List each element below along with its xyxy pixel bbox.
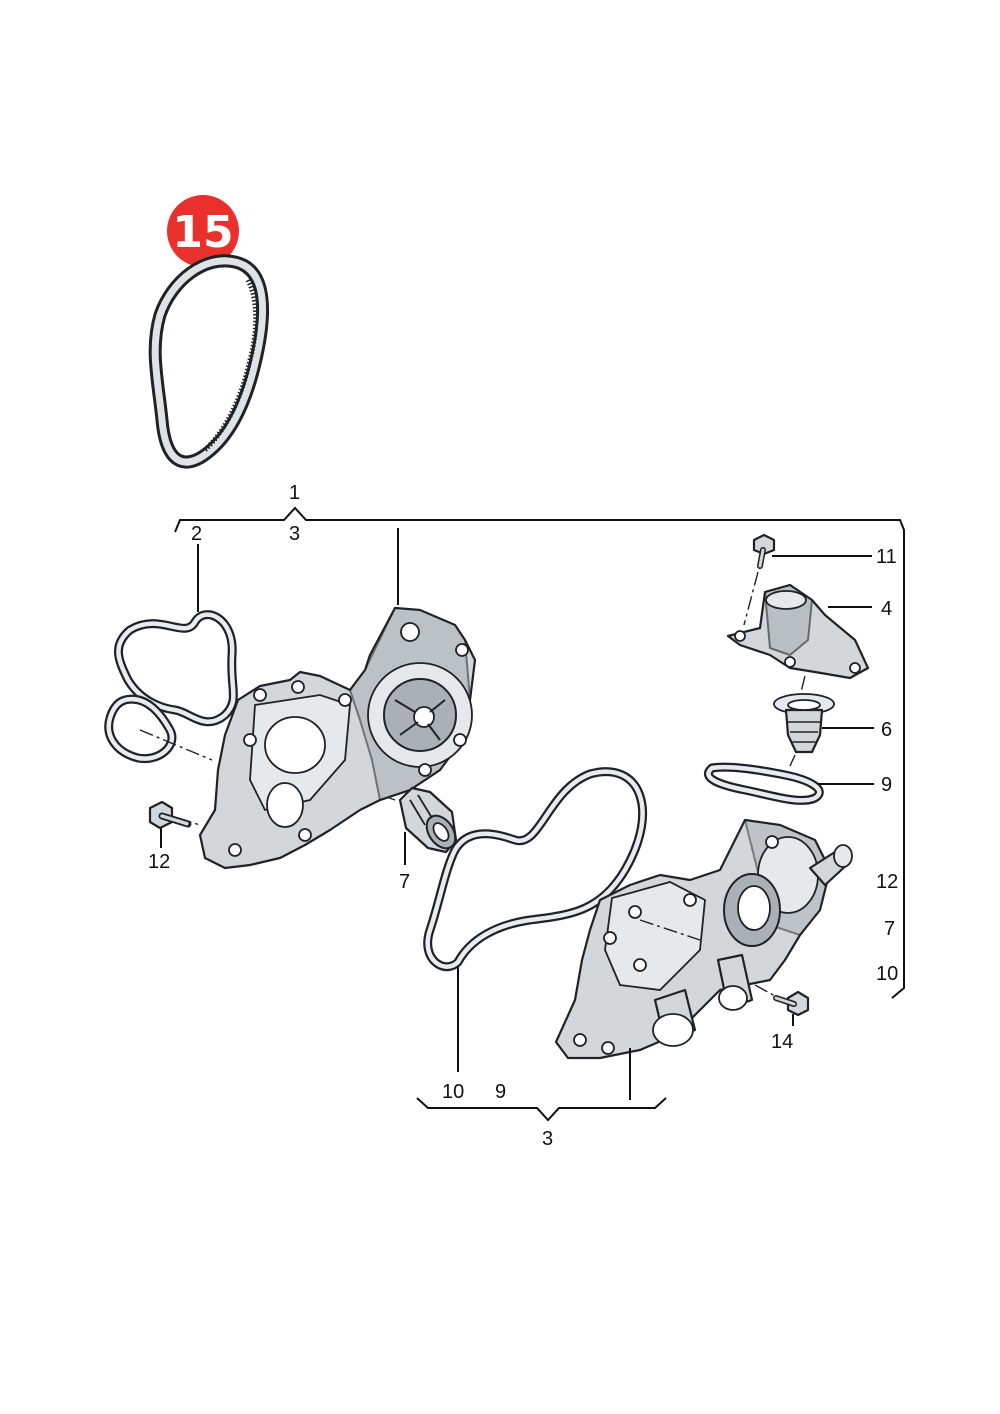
callout-9-bottom[interactable]: 9 [495,1081,506,1103]
bolt-icon [752,533,776,569]
callout-4[interactable]: 4 [881,598,892,620]
gasket-icon [423,767,648,972]
axis-line [754,984,776,997]
callout-12-left[interactable]: 12 [148,851,170,873]
assembly-bracket-top [174,506,905,999]
thermostat-icon [773,693,835,754]
callout-14[interactable]: 14 [771,1031,793,1053]
callout-7-right[interactable]: 7 [884,918,895,940]
callout-10-right[interactable]: 10 [876,963,898,985]
badge-circle [167,195,239,267]
item-badge[interactable]: 15 [167,195,239,267]
assembly-bracket-bottom [416,1097,667,1122]
bolt-icon [148,800,192,830]
axis-line [639,919,701,941]
gasket-icon [104,610,238,764]
callout-6[interactable]: 6 [881,719,892,741]
bolt-icon [773,990,810,1017]
callout-12-right[interactable]: 12 [876,871,898,893]
badge-number: 15 [172,207,233,258]
coolant-pipe-adapter-icon [398,786,458,854]
callout-1[interactable]: 1 [289,482,300,504]
water-pump-housing-icon [198,606,477,870]
callout-3-bottom[interactable]: 3 [542,1128,553,1150]
callout-7-left[interactable]: 7 [399,871,410,893]
thermostat-housing-icon [554,818,853,1060]
axis-line [789,754,796,767]
axis-line [743,571,759,626]
callout-2[interactable]: 2 [191,523,202,545]
callout-10-bottom[interactable]: 10 [442,1081,464,1103]
callout-3-top[interactable]: 3 [289,523,300,545]
axis-line [139,729,213,761]
callout-9-right[interactable]: 9 [881,774,892,796]
gasket-icon [704,762,824,805]
axis-line [799,675,806,697]
callout-11[interactable]: 11 [876,546,897,568]
drive-belt-icon [148,254,270,469]
thermostat-housing-icon [726,583,870,680]
